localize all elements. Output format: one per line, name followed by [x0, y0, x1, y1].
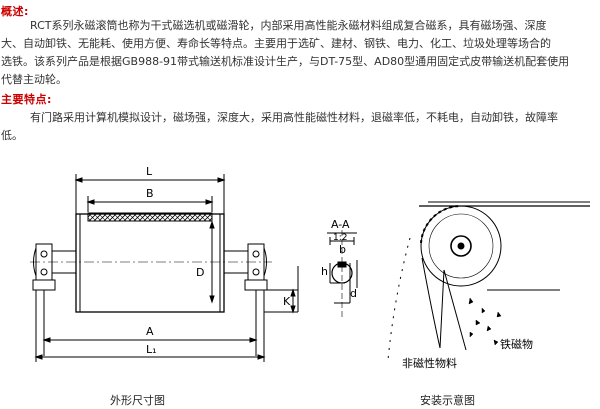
- label-nonmagnetic: 非磁性物料: [402, 356, 457, 370]
- label-h: h: [321, 265, 328, 278]
- label-L1: L₁: [146, 343, 157, 356]
- overview-line-3: 选铁。该系列产品是根据GB988-91带式输送机标准设计生产，与DT-75型、A…: [1, 55, 570, 68]
- label-B: B: [146, 187, 154, 200]
- features-line-1: 有门路采用计算机模拟设计，磁场强，深度大，采用高性能磁性材料，退磁率低，不耗电，…: [30, 111, 558, 124]
- install-caption: 安装示意图: [420, 394, 475, 407]
- label-D: D: [196, 266, 204, 279]
- label-L: L: [146, 165, 153, 178]
- label-d: d: [350, 287, 357, 300]
- overview-line-2: 大、自动卸铁、无能耗、使用方便、寿命长等特点。主要用于选矿、建材、钢铁、电力、化…: [1, 37, 551, 50]
- overview-heading: 概述:: [1, 5, 29, 18]
- technical-drawings: L B D A L₁ K A-A 1:2 b h d 非磁性物料 铁磁物: [30, 165, 590, 370]
- dimension-drawing: [30, 174, 299, 362]
- label-iron: 铁磁物: [500, 337, 533, 351]
- installation-schematic: [387, 201, 590, 361]
- overview-line-4: 代替主动轮。: [1, 73, 67, 86]
- drawing-labels: L B D A L₁ K A-A 1:2 b h d 非磁性物料 铁磁物: [146, 165, 533, 370]
- label-scale: 1:2: [333, 233, 347, 243]
- dimension-caption: 外形尺寸图: [110, 394, 165, 407]
- section-view: [327, 230, 358, 318]
- features-heading: 主要特点:: [1, 93, 52, 106]
- label-K: K: [283, 295, 291, 308]
- label-section: A-A: [331, 218, 350, 231]
- label-b: b: [339, 243, 346, 256]
- features-line-2: 低。: [1, 129, 23, 142]
- overview-line-1: RCT系列永磁滚筒也称为干式磁选机或磁滑轮，内部采用高性能永磁材料组成复合磁系，…: [30, 19, 547, 32]
- label-A: A: [146, 325, 154, 338]
